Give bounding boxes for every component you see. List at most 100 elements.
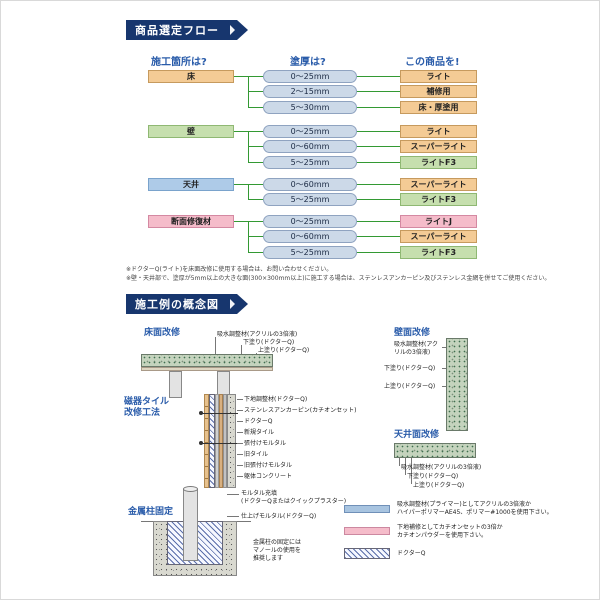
connector-line bbox=[357, 131, 400, 132]
connector-line bbox=[357, 107, 400, 108]
tile-label: ステンレスアンカーピン(カチオンセット) bbox=[244, 407, 357, 414]
tile-doctorq-strip bbox=[209, 394, 215, 488]
connector-line bbox=[357, 221, 400, 222]
connector-line bbox=[248, 236, 263, 237]
location-ceiling: 天井 bbox=[148, 178, 234, 191]
connector-line bbox=[357, 91, 400, 92]
thickness-pill: 0〜60mm bbox=[263, 140, 357, 153]
col-header-product: この商品を! bbox=[405, 57, 460, 68]
pillar-label: 仕上げモルタル(ドクターQ) bbox=[241, 513, 317, 520]
product-box: ライトF3 bbox=[400, 246, 477, 259]
leader-line bbox=[241, 345, 242, 354]
leader-line bbox=[237, 399, 243, 400]
pillar-diagram-title: 金属柱固定 bbox=[128, 507, 174, 517]
connector-line bbox=[248, 107, 263, 108]
tile-label: 新規タイル bbox=[244, 429, 275, 436]
section-header-concept: 施工例の概念図 bbox=[126, 294, 248, 314]
tile-label: ドクターQ bbox=[244, 418, 273, 425]
tile-mortar-strip bbox=[215, 394, 219, 488]
connector-line bbox=[357, 199, 400, 200]
legend-text: 下地補修としてカチオンセットの3倍か カチオンパウダーを使用下さい。 bbox=[397, 524, 503, 539]
floor-support-column bbox=[169, 371, 182, 398]
ground-line bbox=[141, 521, 153, 522]
product-box: スーパーライト bbox=[400, 140, 477, 153]
product-box: ライト bbox=[400, 70, 477, 83]
tile-label: 旧張付けモルタル bbox=[244, 462, 293, 469]
floor-label: 吸水調整材(アクリルの3倍液) bbox=[217, 331, 298, 338]
arrow-icon bbox=[230, 25, 235, 35]
thickness-pill: 0〜60mm bbox=[263, 230, 357, 243]
connector-line bbox=[248, 162, 263, 163]
thickness-pill: 5〜25mm bbox=[263, 246, 357, 259]
leader-line bbox=[227, 494, 239, 495]
ground-line bbox=[237, 521, 251, 522]
floor-slab-texture bbox=[141, 354, 273, 367]
leader-line bbox=[237, 410, 243, 411]
thickness-pill: 5〜30mm bbox=[263, 101, 357, 114]
footnote: ※ドクターQ(ライト)を床面改修に使用する場合は、お問い合わせください。 bbox=[126, 266, 333, 273]
thickness-pill: 5〜25mm bbox=[263, 193, 357, 206]
tile-new-tile-strip bbox=[204, 394, 209, 488]
tile-label: 張付けモルタル bbox=[244, 440, 287, 447]
product-box: ライトF3 bbox=[400, 193, 477, 206]
leader-line bbox=[237, 476, 243, 477]
connector-line bbox=[357, 236, 400, 237]
floor-label: 上塗り(ドクターQ) bbox=[258, 347, 310, 354]
thickness-pill: 0〜25mm bbox=[263, 215, 357, 228]
arrow-icon bbox=[230, 299, 235, 309]
product-box: ライトJ bbox=[400, 215, 477, 228]
tile-concrete-strip bbox=[227, 394, 236, 488]
connector-line bbox=[357, 252, 400, 253]
legend-text: 吸水調整材(プライマー)としてアクリルの3倍液か ハイパーポリマーAE45、ポリ… bbox=[397, 501, 553, 516]
floor-diagram-title: 床面改修 bbox=[144, 328, 181, 338]
connector-line bbox=[248, 91, 263, 92]
tile-label: 旧タイル bbox=[244, 451, 269, 458]
connector-line bbox=[248, 184, 249, 199]
leader-line bbox=[237, 465, 243, 466]
anchor-pin bbox=[202, 443, 238, 444]
tile-label: 躯体コンクリート bbox=[244, 473, 293, 480]
leader-line bbox=[442, 347, 446, 348]
location-section-repair: 断面修復材 bbox=[148, 215, 234, 228]
product-box: スーパーライト bbox=[400, 230, 477, 243]
footnote: ※壁・天井部で、塗厚が5mm以上の大きな面(300×300mm以上)に施工する場… bbox=[126, 275, 551, 282]
ceiling-label: 上塗り(ドクターQ) bbox=[413, 482, 465, 489]
connector-line bbox=[357, 76, 400, 77]
thickness-pill: 5〜25mm bbox=[263, 156, 357, 169]
wall-texture bbox=[446, 338, 468, 431]
leader-line bbox=[237, 454, 243, 455]
col-header-location: 施工箇所は? bbox=[151, 57, 207, 68]
ceiling-texture bbox=[394, 443, 476, 458]
floor-underlayer bbox=[141, 367, 273, 371]
ceiling-label: 吸水調整材(アクリルの3倍液) bbox=[401, 464, 482, 471]
connector-line bbox=[357, 162, 400, 163]
leader-line bbox=[442, 368, 446, 369]
section-header-flow: 商品選定フロー bbox=[126, 20, 248, 40]
ceiling-label: 下塗り(ドクターQ) bbox=[407, 473, 459, 480]
product-box: ライトF3 bbox=[400, 156, 477, 169]
connector-line bbox=[248, 199, 263, 200]
tile-old-mortar-strip bbox=[223, 394, 227, 488]
anchor-pin bbox=[202, 413, 238, 414]
tile-old-tile-strip bbox=[219, 394, 223, 488]
leader-line bbox=[237, 421, 243, 422]
connector-line bbox=[248, 252, 263, 253]
product-box: 床・厚塗用 bbox=[400, 101, 477, 114]
product-box: ライト bbox=[400, 125, 477, 138]
leader-line bbox=[411, 458, 412, 484]
legend-text: ドクターQ bbox=[397, 550, 426, 557]
thickness-pill: 2〜15mm bbox=[263, 85, 357, 98]
location-floor: 床 bbox=[148, 70, 234, 83]
leader-line bbox=[215, 337, 216, 354]
tile-label: 下地調整材(ドクターQ) bbox=[244, 396, 308, 403]
legend-swatch-primer bbox=[344, 505, 390, 513]
tile-diagram-title: 磁器タイル 改修工法 bbox=[124, 397, 170, 418]
thickness-pill: 0〜60mm bbox=[263, 178, 357, 191]
product-box: スーパーライト bbox=[400, 178, 477, 191]
anchor-pin-head bbox=[199, 441, 203, 445]
leader-line bbox=[237, 443, 243, 444]
legend-swatch-base-repair bbox=[344, 527, 390, 535]
floor-label: 下塗り(ドクターQ) bbox=[243, 339, 295, 346]
wall-label: 上塗り(ドクターQ) bbox=[384, 383, 436, 390]
